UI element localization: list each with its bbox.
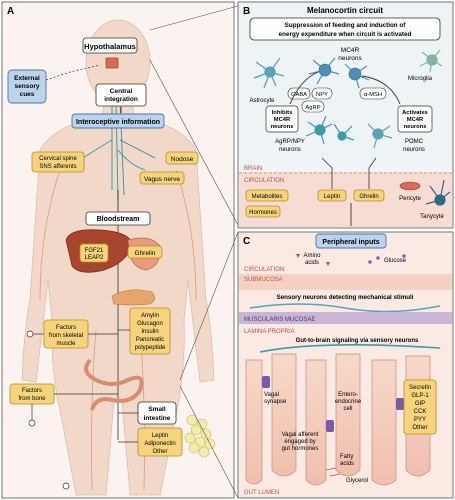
amino-line-2: acids bbox=[305, 260, 319, 266]
agrp-neurons-line-2: neurons bbox=[279, 147, 301, 153]
panel-a-letter: A bbox=[7, 6, 14, 17]
vagal-afferent-line-2: engaged by bbox=[284, 439, 315, 445]
bone-line-2: from bone bbox=[18, 396, 46, 402]
pomc-line-2: neurons bbox=[403, 147, 425, 153]
gut-hormone-3: GIP bbox=[415, 401, 425, 407]
agrp-neurons-line-1: AgRP/NPY bbox=[275, 139, 305, 145]
gut-hormone-6: Other bbox=[412, 425, 427, 431]
adipose-line-2: Adiponectin bbox=[144, 441, 175, 447]
glucose-label: Glucose bbox=[384, 258, 407, 264]
panel-c: C Peripheral inputs Amino acids Glucose … bbox=[238, 232, 453, 498]
microglia-label: Microglia bbox=[408, 76, 433, 82]
submucosa-label: SUBMUCOSA bbox=[244, 277, 283, 283]
muscularis-label: MUSCULARIS MUCOSAE bbox=[244, 317, 315, 323]
nodose-label: Nodose bbox=[171, 156, 194, 163]
panel-c-letter: C bbox=[243, 236, 250, 247]
vagal-afferent-line-1: Vagal afferent bbox=[282, 432, 319, 438]
panel-b-title: Melanocortin circuit bbox=[307, 6, 383, 15]
lamina-label: LAMINA PROPRIA bbox=[244, 329, 295, 335]
fatty-line-1: Fatty bbox=[340, 454, 353, 460]
metabolites-label: Metabolites bbox=[252, 194, 283, 200]
ghrelin-label-b: Ghrelin bbox=[359, 194, 378, 200]
panel-b-subtitle-line-2: energy expenditure when circuit is activ… bbox=[279, 31, 412, 38]
muscle-line-1: Factors bbox=[56, 325, 76, 331]
amino-line-1: Amino bbox=[303, 253, 321, 259]
external-cues-line-2: sensory bbox=[15, 83, 40, 90]
gut-hormone-4: CCK bbox=[414, 409, 427, 415]
vagal-afferent-line-3: gut hormones bbox=[282, 446, 319, 452]
activates-line-2: MC4R bbox=[407, 117, 424, 123]
pancreas-line-4: Pancreatic bbox=[136, 337, 164, 343]
vagus-label: Vagus nerve bbox=[144, 176, 180, 183]
pancreas-line-2: Glucagon bbox=[137, 321, 163, 327]
pancreas-line-3: Insulin bbox=[141, 329, 158, 335]
panel-b-letter: B bbox=[243, 6, 250, 17]
muscle-line-3: muscle bbox=[56, 341, 76, 347]
ghrelin-label-a: Ghrelin bbox=[135, 250, 156, 257]
glycerol-label: Glycerol bbox=[346, 478, 368, 484]
npy-label: NPY bbox=[316, 92, 328, 98]
central-integration-line-1: Central bbox=[110, 88, 133, 95]
bone-line-1: Factors bbox=[22, 388, 42, 394]
cervical-line-1: Cervical spine bbox=[39, 156, 77, 162]
amsh-label: α-MSH bbox=[364, 92, 382, 98]
mc4r-line-1: MC4R bbox=[341, 47, 360, 54]
small-intestine-line-2: intestine bbox=[144, 415, 171, 422]
external-cues-line-3: cues bbox=[20, 91, 35, 98]
entero-line-2: endocrine bbox=[335, 399, 362, 405]
vagal-synapse-line-1: Vagal bbox=[264, 392, 279, 398]
fgf-line-2: LEAP2 bbox=[85, 255, 104, 261]
vagal-synapse-line-2: synapse bbox=[264, 399, 287, 405]
gut-brain-label: Gut-to-brain signaling via sensory neuro… bbox=[296, 338, 419, 344]
external-cues-line-1: External bbox=[14, 75, 40, 82]
cervical-line-2: SNS afferents bbox=[39, 164, 76, 170]
interoceptive-label: Interoceptive information bbox=[76, 119, 160, 126]
bone-marker bbox=[29, 420, 35, 426]
tanycyte-label: Tanycyte bbox=[420, 214, 444, 220]
entero-line-3: cell bbox=[343, 406, 352, 412]
sensory-label: Sensory neurons detecting mechanical sti… bbox=[277, 294, 414, 301]
astrocyte-label: Astrocyte bbox=[249, 98, 275, 104]
brain-label: BRAIN bbox=[244, 166, 262, 172]
peripheral-label: Peripheral inputs bbox=[322, 239, 379, 246]
small-intestine-line-1: Small bbox=[148, 406, 166, 413]
hypothalamus-region-icon bbox=[106, 58, 118, 68]
panel-b: B Melanocortin circuit Suppression of fe… bbox=[238, 2, 453, 228]
fgf-line-1: FGF21 bbox=[85, 248, 104, 254]
hormones-label-b: Hormones bbox=[249, 210, 277, 216]
muscle-marker bbox=[27, 331, 33, 337]
leg-marker bbox=[63, 483, 69, 489]
activates-line-1: Activates bbox=[402, 110, 428, 116]
pancreas-line-1: Amylin bbox=[141, 313, 159, 319]
leptin-label-b: Leptin bbox=[324, 194, 340, 200]
central-integration-line-2: integration bbox=[104, 96, 138, 103]
inhibits-line-2: MC4R bbox=[274, 117, 291, 123]
pericyte-label: Pericyte bbox=[399, 196, 421, 202]
inhibits-line-3: neurons bbox=[271, 124, 294, 130]
lumen-label: GUT LUMEN bbox=[244, 490, 279, 496]
adipose-line-3: Other bbox=[152, 449, 167, 455]
muscle-line-2: from skeletal bbox=[49, 333, 83, 339]
pancreas-line-5: polypeptide bbox=[135, 345, 166, 351]
pomc-line-1: POMC bbox=[405, 139, 424, 145]
gut-hormone-5: PYY bbox=[414, 417, 426, 423]
entero-line-1: Entero- bbox=[338, 392, 358, 398]
bloodstream-label: Bloodstream bbox=[97, 216, 140, 223]
gut-hormone-2: GLP-1 bbox=[411, 393, 429, 399]
hypothalamus-label: Hypothalamus bbox=[84, 42, 136, 51]
adipose-line-1: Leptin bbox=[152, 433, 168, 439]
circulation-label-b: CIRCULATION bbox=[244, 178, 284, 184]
activates-line-3: neurons bbox=[404, 124, 427, 130]
mc4r-line-2: neurons bbox=[338, 55, 362, 62]
gut-hormone-1: Secretin bbox=[409, 385, 431, 391]
fatty-line-2: acids bbox=[340, 461, 354, 467]
panel-b-subtitle-line-1: Suppression of feeding and induction of bbox=[285, 22, 407, 29]
circulation-label-c: CIRCULATION bbox=[244, 267, 284, 273]
pericyte-icon bbox=[400, 182, 420, 190]
inhibits-line-1: Inhibits bbox=[272, 110, 293, 116]
agrp-label: AgRP bbox=[305, 105, 320, 111]
